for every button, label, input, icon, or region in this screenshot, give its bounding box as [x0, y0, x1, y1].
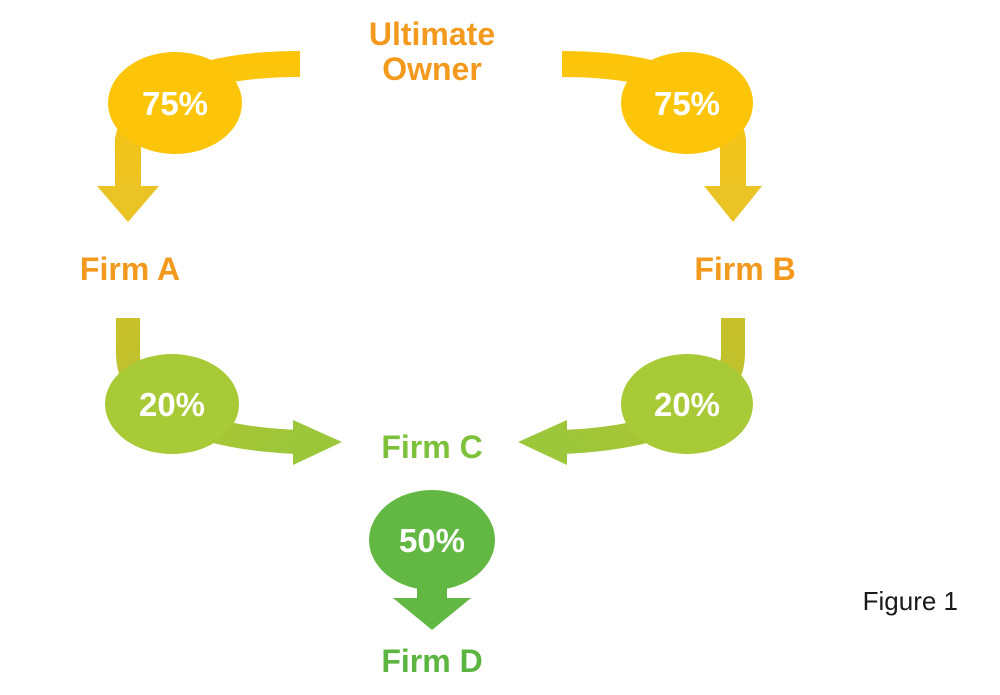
node-firm-d: Firm D [381, 643, 482, 679]
arrow-firm-c-to-firm-d: 50% [369, 490, 495, 630]
figure-caption: Figure 1 [863, 586, 958, 616]
node-firm-c: Firm C [381, 429, 482, 465]
pct-firm-b-to-firm-c: 20% [654, 386, 720, 423]
arrow-owner-to-firm-b: 75% [561, 51, 762, 222]
arrow-firm-a-to-firm-c: 20% [105, 318, 342, 465]
node-ultimate-owner-line2: Owner [382, 51, 482, 87]
pct-firm-a-to-firm-c: 20% [139, 386, 205, 423]
node-firm-b: Firm B [694, 251, 795, 287]
node-ultimate-owner-line1: Ultimate [369, 16, 495, 52]
arrow-owner-to-firm-a: 75% [97, 51, 301, 222]
pct-owner-to-firm-a: 75% [142, 85, 208, 122]
node-firm-a: Firm A [80, 251, 180, 287]
pct-owner-to-firm-b: 75% [654, 85, 720, 122]
arrow-firm-b-to-firm-c: 20% [518, 318, 753, 465]
pct-firm-c-to-firm-d: 50% [399, 522, 465, 559]
